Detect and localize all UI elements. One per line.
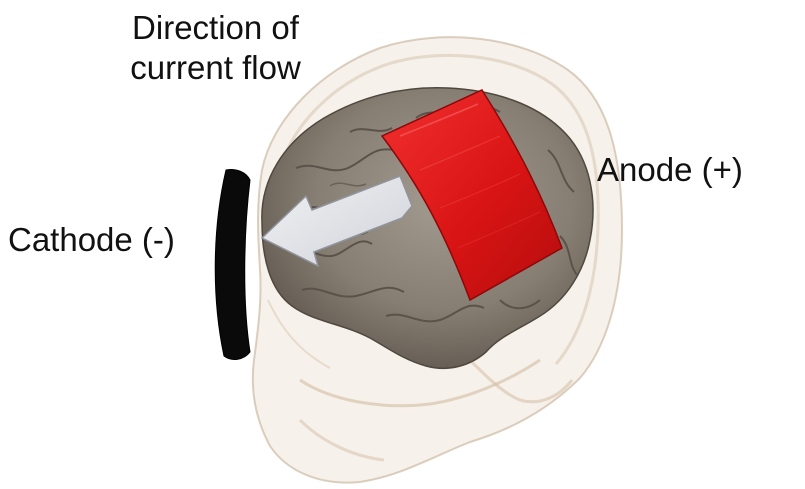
direction-of-current-flow-label: Direction of current flow [108,8,323,88]
cathode-electrode [215,169,250,359]
cathode-label: Cathode (-) [8,220,175,260]
anode-label: Anode (+) [597,150,743,190]
direction-label-line2: current flow [108,48,323,88]
direction-label-line1: Direction of [108,8,323,48]
